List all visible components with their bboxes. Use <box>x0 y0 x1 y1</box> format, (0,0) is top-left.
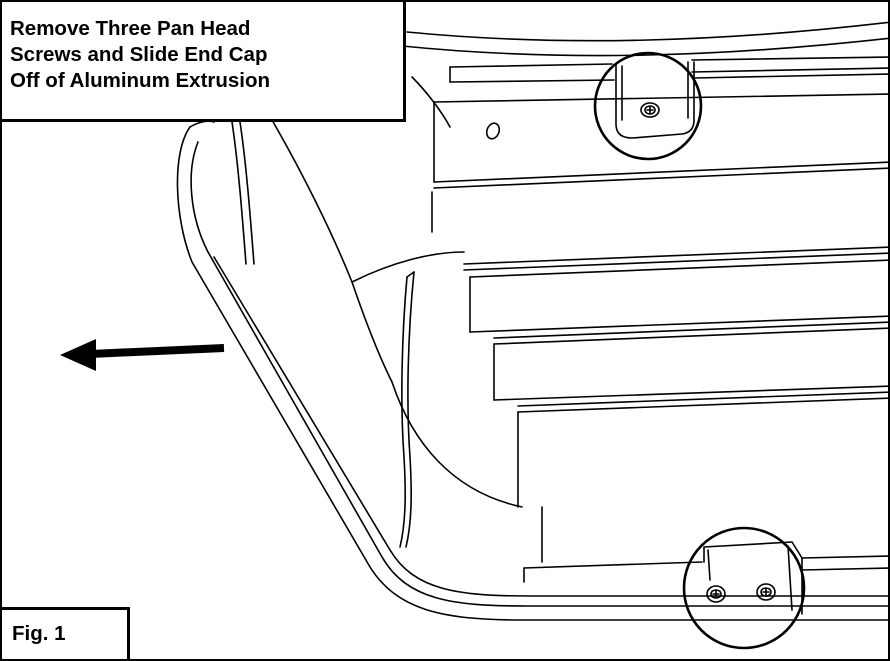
left-arrow-icon <box>60 339 225 371</box>
aluminum-extrusion <box>431 56 888 583</box>
pan-head-screw-icon <box>640 102 660 118</box>
figure-label: Fig. 1 <box>2 607 130 659</box>
pan-head-screw-icon <box>706 585 726 603</box>
end-cap-inner-rib <box>399 271 415 548</box>
end-cap-shell <box>176 119 888 621</box>
top-screw-detail <box>593 51 703 161</box>
instruction-line-2: Screws and Slide End Cap <box>10 43 268 66</box>
mounting-hole <box>485 122 501 140</box>
pan-head-screw-icon <box>756 583 776 601</box>
bottom-screw-detail <box>682 526 806 650</box>
instruction-line-3: Off of Aluminum Extrusion <box>10 69 271 92</box>
instruction-callout: Remove Three Pan Head Screws and Slide E… <box>2 2 406 122</box>
instruction-line-1: Remove Three Pan Head <box>10 17 251 40</box>
